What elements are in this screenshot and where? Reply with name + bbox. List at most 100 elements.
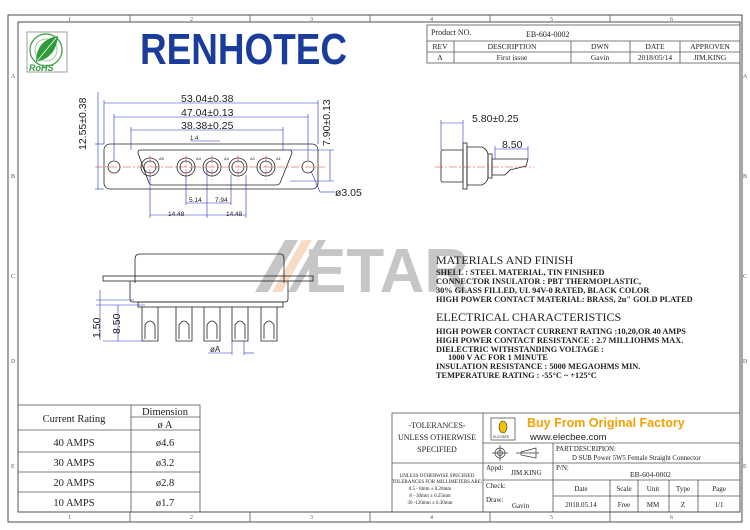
rev-cell: A [437,53,443,62]
elecbee-logo-text: ELECBEE [493,435,510,439]
dim-shell-height: 7.90±0.13 [321,99,333,146]
pn-value: EB-604-0002 [630,470,671,479]
ruler-col: 2 [190,17,193,23]
buy-banner: Buy From Original Factory [527,416,685,430]
dimension-header: Dimension [142,407,189,418]
bottom-view: 1.50 8.50 øA [91,253,314,355]
ruler-col: 1 [68,515,71,521]
dim-pitch-2: 7.94 [215,197,228,204]
dim-hole-dia: ø3.05 [335,187,362,199]
materials-line: SHELL : STEEL MATERIAL, TIN FINISHED [436,268,604,277]
materials-title: MATERIALS AND FINISH [436,253,574,267]
ruler-row: E [11,464,15,470]
front-view: A5 A4 A3 A2 A1 53.04±0.38 47.04±0.13 38.… [77,92,362,218]
dimension-cell: ø3.2 [156,458,174,469]
rating-table: Current Rating Dimension ø A 40 AMPS ø4.… [17,404,201,513]
pin-tail [203,307,221,342]
ruler-col: 2 [190,515,193,521]
block-header: Unit [647,485,660,493]
inner-frame [17,21,741,513]
rating-cell: 30 AMPS [53,458,94,469]
solder-cup [206,320,218,339]
ruler-row: B [11,174,15,180]
draw-value: Gavin [512,502,530,510]
electrical-line: DIELECTRIC WITHSTANDING VOLTAGE : [436,345,604,354]
block-header: Page [712,485,726,493]
block-value: Z [681,501,685,509]
watermark: ETAR [255,237,469,306]
rating-cell: 10 AMPS [53,498,94,509]
ruler-row: C [743,274,747,280]
ruler-top: 1 2 3 4 5 6 1 2 3 4 5 6 A B C D E A B C … [11,15,748,522]
dim-offset: 1.4 [190,136,199,142]
tolerance-detail: TOLERANCES FOR MILLIMETERS ARE: [392,480,483,485]
dim-depth: 5.80±0.25 [472,113,519,125]
rating-header: Current Rating [43,414,106,425]
ruler-col: 4 [430,515,433,521]
dim-span-left: 14.48 [168,211,185,218]
dimension-cell: ø4.6 [156,438,174,449]
tolerance-detail: 0.5 - 8mm ± 0.20mm [409,487,452,492]
appd-label: Appd: [486,464,504,472]
electrical-line: INSULATION RESISTANCE : 5000 MEGAOHMS MI… [436,362,640,371]
electrical-title: ELECTRICAL CHARACTERISTICS [436,310,621,324]
pin-label: A1 [276,156,282,161]
product-no: EB-604-0002 [526,30,570,39]
pin-label: A4 [196,156,202,161]
tolerance-line: -TOLERANCES- [408,421,466,430]
product-no-label: Product NO. [431,28,471,37]
pin-tail [260,307,278,342]
pin-label: A2 [250,156,256,161]
rev-cell: Gavin [591,53,610,62]
pin-tail [141,307,159,342]
rev-header: DATE [645,42,665,51]
dim-mount-spacing: 47.04±0.13 [181,107,234,119]
electrical-line: 1000 V AC FOR 1 MINUTE [448,353,548,362]
part-description: D SUB Power 5W5 Female Straight Connecto… [572,455,701,462]
dimension-subheader: ø A [158,420,173,431]
dim-overall-width: 53.04±0.38 [181,93,234,105]
ruler-col: 5 [550,17,553,23]
materials-line: 30% GLASS FILLED, UL 94V-0 RATED, BLACK … [436,286,650,295]
rating-cell: 20 AMPS [53,478,94,489]
materials-line: CONNECTOR INSULATOR : PBT THERMOPLASTIC, [436,277,641,286]
tolerance-line: UNLESS OTHERWISE [398,433,476,442]
ruler-row: D [743,359,748,365]
pn-label: P/N: [556,464,569,472]
ruler-col: 3 [310,17,313,23]
dim-shell-width: 38.38±0.25 [181,120,234,132]
pin-tail [175,307,193,342]
ruler-col: 6 [670,515,673,521]
rev-header: APPROVEN [690,42,730,51]
electrical-line: HIGH POWER CONTACT RESISTANCE : 2.7 MILL… [436,336,683,345]
solder-cup [178,320,190,339]
projection-symbol-icon [492,445,539,461]
ruler-row: B [743,174,747,180]
tolerance-line: SPECIFIED [417,445,457,454]
outer-frame [7,14,743,523]
ruler-col: 4 [430,17,433,23]
block-header: Date [574,485,587,493]
ruler-row: E [743,464,747,470]
dimension-cell: ø1.7 [156,498,174,509]
ruler-col: 6 [670,17,673,23]
part-desc-label: PART DESCRIPION: [556,446,616,453]
dim-pin-dia: øA [210,345,221,354]
rev-cell: First issue [497,53,528,62]
ruler-col: 3 [310,515,313,521]
electrical-line: HIGH POWER CONTACT CURRENT RATING :10,20… [436,327,686,336]
dim-standoff: 1.50 [91,317,103,338]
block-header: Scale [616,485,631,493]
side-view: 5.80±0.25 8.50 [435,113,534,190]
dim-tail: 8.50 [502,139,523,151]
rev-cell: 2018/05/14 [638,53,672,62]
dim-tail-length: 8.50 [111,313,123,334]
draw-label: Draw: [486,496,504,504]
dim-span-right: 14.48 [226,211,243,218]
block-value: MM [647,501,660,509]
block-value: 2018.05.14 [565,501,597,509]
revision-table: Product NO. EB-604-0002 REV DESCRIPTION … [426,24,741,64]
pin-tail [231,307,249,342]
rating-cell: 40 AMPS [53,438,94,449]
